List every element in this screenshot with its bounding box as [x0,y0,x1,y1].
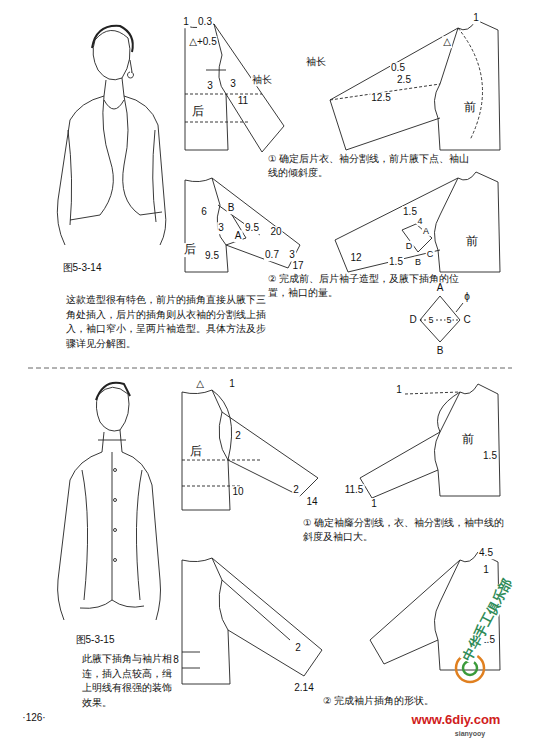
dimension-label: 12.5 [370,92,391,104]
dimension-label: B [414,257,422,267]
fashion-figure [57,26,166,245]
dimension-label: 4.5 [478,547,494,559]
dimension-label: 12 [349,252,362,264]
dimension-label: 5 [427,315,434,325]
dimension-label: 1.5 [388,256,404,268]
dimension-label: 0.5 [390,62,406,74]
dimension-label: 1 [395,384,403,396]
dimension-label: △ [195,378,205,390]
watermark: 中华手工俱乐部 [460,575,517,664]
dimension-label: 9.5 [204,250,220,262]
dimension-label: D [405,241,414,251]
watermark: sianyooy [454,730,486,738]
caption-text: ① 确定袖窿分割线，衣、袖分割线，袖中线的斜度及袖口大。 [303,516,508,544]
dimension-label: A [436,282,445,294]
dimension-label: 前 [463,101,477,115]
dimension-label: 图5-3-14 [62,262,103,274]
dimension-label: 2 [234,430,242,442]
dimension-label: 后 [183,243,197,257]
caption-text: ② 完成袖片插角的形状。 [323,694,523,708]
dimension-label: D [408,314,417,326]
dimension-label: 后 [189,445,203,459]
dimension-label: 1 [228,378,236,390]
dimension-label: 袖长 [305,56,327,68]
dimension-label: 3 [288,249,296,261]
caption-text: 这款造型很有特色，前片的插角直接从腋下三角处插入，后片的插角则从衣袖的分割线上插… [66,293,268,351]
dimension-label: 3 [206,80,214,92]
dimension-label: 1.5 [482,450,498,462]
watermark: www.6diy.com [411,713,502,728]
dimension-label: 2 [292,484,300,496]
dimension-label: 6 [200,206,208,218]
dimension-label: 14 [305,496,318,508]
dimension-label: 后 [191,105,205,119]
dimension-label: 11 [237,95,249,107]
dimension-label: C [426,249,435,259]
dimension-label: 袖长 [251,74,273,86]
caption-text: 此腋下插角与袖片相连，插入点较高，缉上明线有很强的装饰效果。 [82,652,174,710]
dimension-label: 20 [269,226,282,238]
dimension-label: 8 [172,654,180,666]
dimension-label: 4 [416,216,423,226]
dimension-label: 5 [445,315,452,325]
dimension-label: 2 [294,642,302,654]
dimension-label: 1 [370,498,378,510]
dimension-label: 1 [182,16,190,28]
dimension-label: 前 [461,433,475,447]
dimension-label: C [462,314,471,326]
dimension-label: A [422,226,430,236]
dimension-label: 1 [472,12,480,24]
dimension-label: 0.7 [264,249,280,261]
dimension-label: △ [442,36,452,48]
dimension-label: 3 [217,222,225,234]
dimension-label: 0.3 [197,16,213,28]
dimension-label: ·126· [21,712,46,724]
dimension-label: 10 [231,486,244,498]
dimension-label: 2.5 [396,74,412,86]
dimension-label: 前 [465,235,479,249]
fashion-figure [58,383,161,620]
dimension-label: A [234,230,243,242]
dimension-label: B [227,202,236,214]
dimension-label: 11.5 [344,484,365,496]
dimension-label: 1 [482,564,490,576]
dimension-label: 2.14 [293,682,314,694]
dimension-label: B [436,345,445,357]
dimension-label: 17 [291,260,304,272]
dimension-label: ϕ [463,291,471,303]
caption-text: ① 确定后片衣、袖分割线，前片腋下点、袖山线的倾斜度。 [268,152,473,180]
dimension-label: 图5-3-15 [75,634,116,646]
dimension-label: 3 [229,78,237,90]
dimension-label: 9.5 [244,222,260,234]
dimension-label: △+0.5 [188,36,217,48]
